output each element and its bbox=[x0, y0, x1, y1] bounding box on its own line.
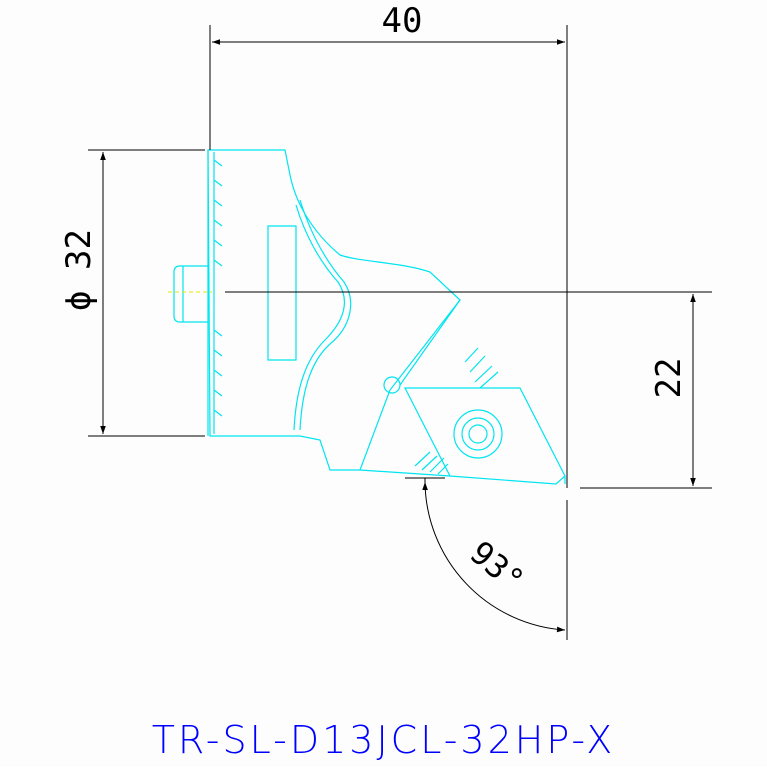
part-code-label: TR-SL-D13JCL-32HP-X bbox=[151, 718, 616, 762]
dimension-lines bbox=[88, 25, 712, 640]
diameter-dimension: ϕ 32 bbox=[59, 229, 99, 311]
offset-dimension: 22 bbox=[649, 358, 689, 399]
length-dimension: 40 bbox=[382, 1, 423, 41]
tool-body bbox=[173, 149, 566, 485]
